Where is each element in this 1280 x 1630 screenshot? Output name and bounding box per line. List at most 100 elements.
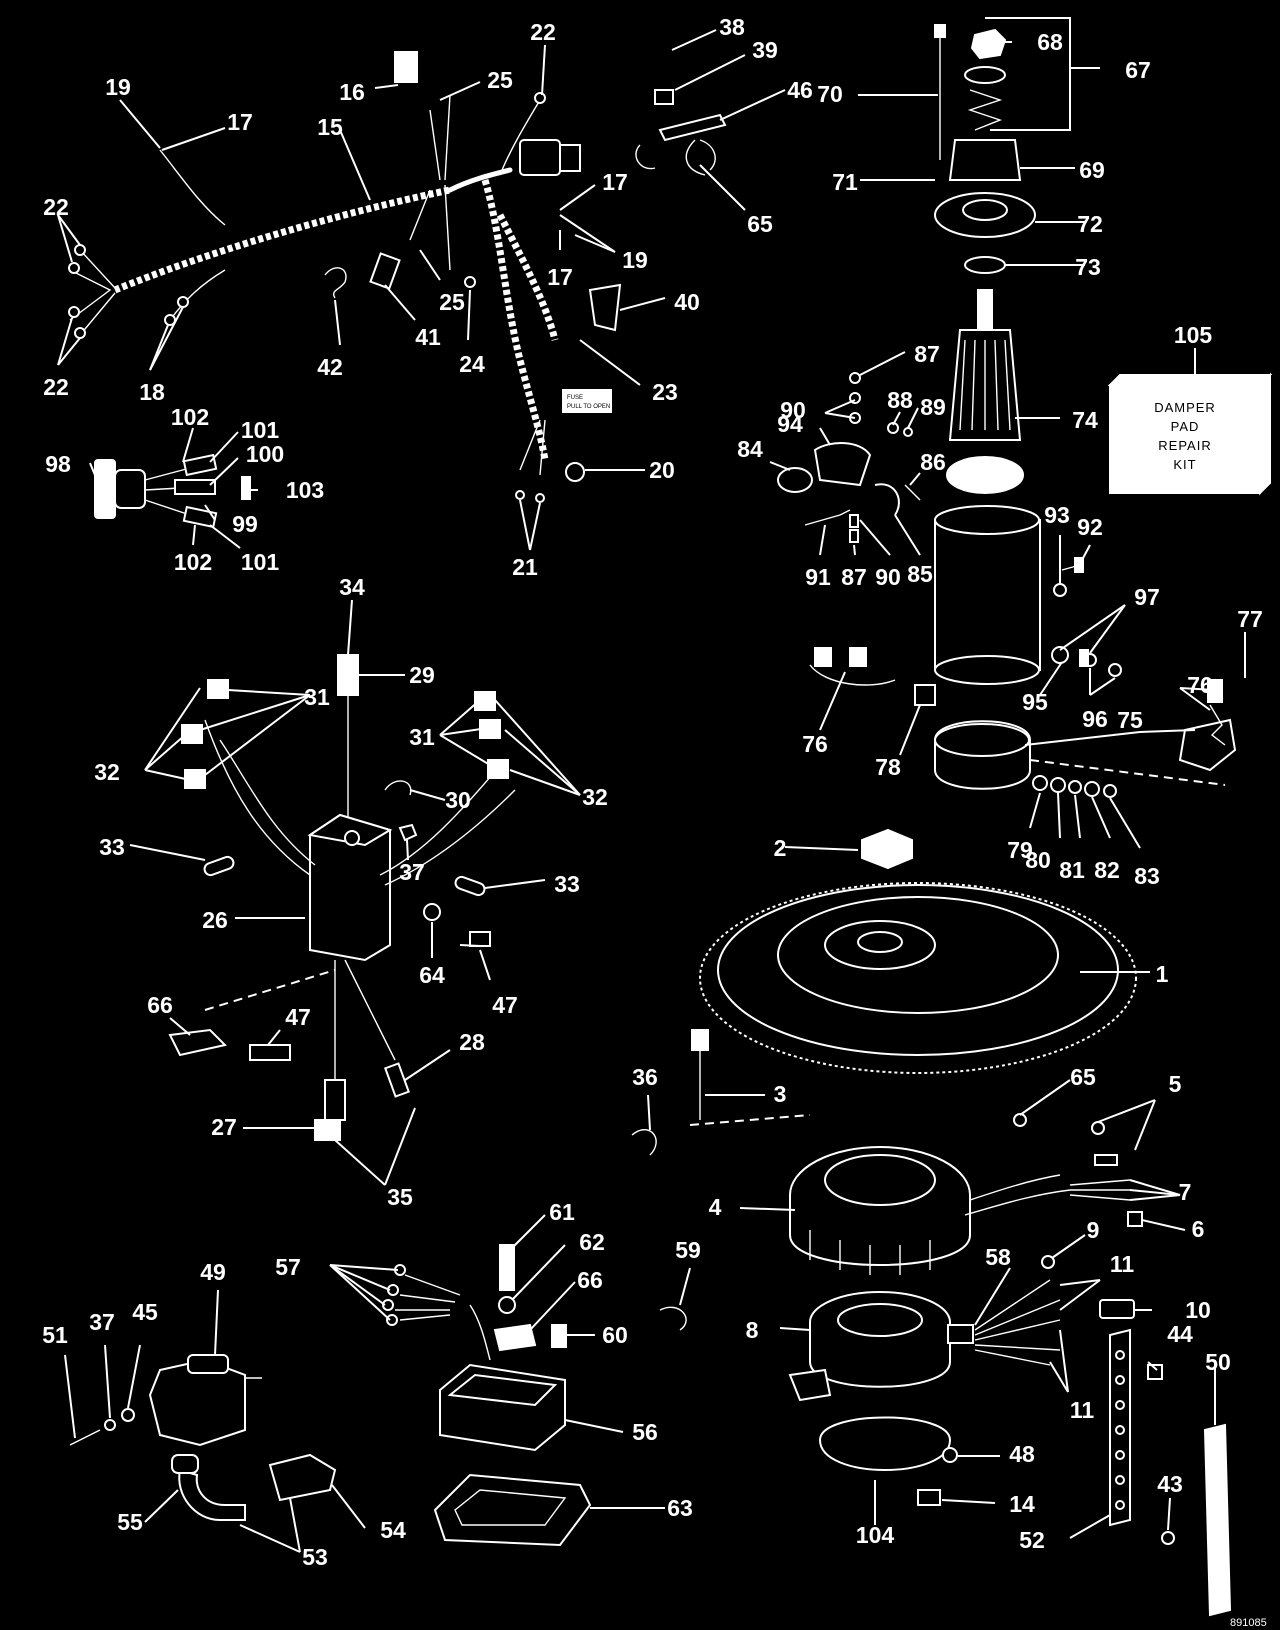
callout-62: 62 — [579, 1229, 605, 1255]
fuse-label-line1: FUSE — [567, 395, 583, 401]
callout-26: 26 — [202, 907, 228, 933]
ignition-module-assembly — [69, 1244, 592, 1547]
callout-91: 91 — [805, 564, 831, 590]
callout-96: 96 — [1082, 706, 1108, 732]
callout-37: 37 — [89, 1309, 115, 1335]
callout-65: 65 — [1070, 1064, 1096, 1090]
callout-10: 10 — [1185, 1297, 1211, 1323]
callout-25: 25 — [487, 67, 513, 93]
callout-61: 61 — [549, 1199, 575, 1225]
callout-54: 54 — [380, 1517, 406, 1543]
catalog-number: 891085 — [1230, 1617, 1267, 1629]
callout-63: 63 — [667, 1495, 693, 1521]
callout-98: 98 — [45, 451, 71, 477]
kit-line-4: KIT — [1173, 457, 1196, 472]
callout-87: 87 — [841, 564, 867, 590]
callout-66: 66 — [147, 992, 173, 1018]
callout-100: 100 — [246, 441, 284, 467]
callout-28: 28 — [459, 1029, 485, 1055]
callout-11: 11 — [1070, 1397, 1095, 1423]
callout-22: 22 — [43, 374, 69, 400]
kit-line-1: DAMPER — [1154, 400, 1216, 415]
callout-84: 84 — [737, 436, 763, 462]
callout-68: 68 — [1037, 29, 1063, 55]
callout-22: 22 — [43, 194, 69, 220]
callout-77: 77 — [1237, 606, 1263, 632]
flywheel-assembly — [699, 828, 1137, 1074]
callout-17: 17 — [602, 169, 628, 195]
callout-64: 64 — [419, 962, 445, 988]
callout-83: 83 — [1134, 863, 1160, 889]
callout-29: 29 — [409, 662, 435, 688]
callout-60: 60 — [602, 1322, 628, 1348]
callout-7: 7 — [1179, 1179, 1192, 1205]
kit-line-3: REPAIR — [1158, 438, 1211, 453]
callout-33: 33 — [554, 871, 580, 897]
callout-87: 87 — [914, 341, 940, 367]
callout-24: 24 — [459, 351, 485, 377]
callout-47: 47 — [285, 1004, 311, 1030]
callout-85: 85 — [907, 561, 933, 587]
callout-41: 41 — [415, 324, 441, 350]
callout-35: 35 — [387, 1184, 413, 1210]
callout-18: 18 — [139, 379, 165, 405]
callout-56: 56 — [632, 1419, 658, 1445]
callout-32: 32 — [94, 759, 120, 785]
callout-101: 101 — [241, 417, 280, 443]
callout-70: 70 — [817, 81, 843, 107]
callout-79: 79 — [1007, 837, 1033, 863]
callout-97: 97 — [1134, 584, 1160, 610]
callout-82: 82 — [1094, 857, 1120, 883]
callout-34: 34 — [339, 574, 365, 600]
callout-81: 81 — [1059, 857, 1085, 883]
callout-23: 23 — [652, 379, 678, 405]
callout-31: 31 — [409, 724, 435, 750]
callout-102: 102 — [174, 549, 212, 575]
callout-4: 4 — [709, 1194, 722, 1220]
terminal-strip — [631, 1129, 1232, 1617]
callout-95: 95 — [1022, 689, 1048, 715]
callout-55: 55 — [117, 1509, 143, 1535]
callout-22: 22 — [530, 19, 556, 45]
callout-92: 92 — [1077, 514, 1103, 540]
callout-102: 102 — [171, 404, 209, 430]
brush-plate-assembly — [809, 647, 1237, 798]
callout-51: 51 — [42, 1322, 68, 1348]
callout-6: 6 — [1192, 1216, 1205, 1242]
callout-25: 25 — [439, 289, 465, 315]
callout-71: 71 — [832, 169, 858, 195]
callout-20: 20 — [649, 457, 675, 483]
callout-76: 76 — [1187, 672, 1213, 698]
callout-86: 86 — [920, 449, 946, 475]
callout-53: 53 — [302, 1544, 328, 1570]
callout-32: 32 — [582, 784, 608, 810]
callout-2: 2 — [774, 835, 787, 861]
callout-59: 59 — [675, 1237, 701, 1263]
callout-37: 37 — [399, 859, 425, 885]
callout-103: 103 — [286, 477, 324, 503]
switch-assembly — [94, 453, 251, 529]
callout-11: 11 — [1110, 1251, 1135, 1277]
callout-5: 5 — [1169, 1071, 1182, 1097]
callout-101: 101 — [241, 549, 280, 575]
callout-65: 65 — [747, 211, 773, 237]
callout-46: 46 — [787, 77, 813, 103]
callout-39: 39 — [752, 37, 778, 63]
callout-19: 19 — [622, 247, 648, 273]
callout-90: 90 — [875, 564, 901, 590]
callout-30: 30 — [445, 787, 471, 813]
callout-40: 40 — [674, 289, 700, 315]
damper-pad-repair-kit: DAMPER PAD REPAIR KIT — [1107, 372, 1273, 496]
callout-80: 80 — [1025, 847, 1051, 873]
callout-67: 67 — [1125, 57, 1151, 83]
callout-15: 15 — [317, 114, 343, 140]
callout-52: 52 — [1019, 1527, 1045, 1553]
callout-88: 88 — [887, 387, 913, 413]
callout-38: 38 — [719, 14, 745, 40]
callout-44: 44 — [1167, 1321, 1193, 1347]
fuse-label-line2: PULL TO OPEN — [567, 404, 610, 410]
timer-base-assembly — [788, 1255, 1135, 1506]
callout-48: 48 — [1009, 1441, 1035, 1467]
